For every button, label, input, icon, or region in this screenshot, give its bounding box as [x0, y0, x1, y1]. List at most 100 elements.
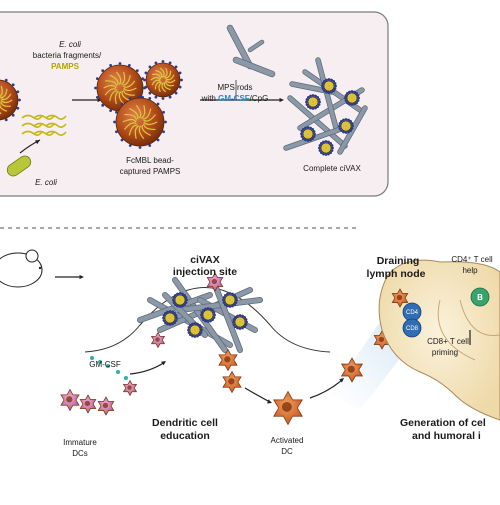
bead-spike [16, 106, 20, 110]
pamp-fragment [104, 88, 117, 96]
bead-spike [338, 122, 342, 125]
pamp-fragment [123, 87, 137, 92]
bead-spike [350, 103, 354, 106]
bead-spike [118, 62, 122, 65]
pamp-fragment [313, 100, 318, 104]
bead-spike [232, 318, 236, 321]
mps-rod [212, 282, 243, 353]
bead-spike [317, 103, 321, 106]
bead-spike [226, 304, 229, 308]
bead-spike [311, 107, 315, 110]
pamp-fragment [128, 124, 138, 136]
bead-spike [178, 85, 182, 89]
ecoli-bacterium [6, 155, 32, 177]
fcmbl-bead-3 [115, 97, 165, 147]
bead-spike [11, 83, 15, 87]
bead-spike [200, 328, 203, 332]
pamp-fragment-loose [45, 114, 67, 120]
pamp-fragment [329, 84, 334, 88]
bead-spike [191, 334, 194, 338]
bead-spike [349, 120, 352, 123]
bead-spike [244, 318, 248, 321]
bead-spike [95, 95, 99, 99]
bead-spike [302, 137, 305, 140]
bead-spike [320, 142, 323, 145]
bead-spike [233, 294, 236, 297]
pamp-fragment [326, 146, 331, 150]
bead-spike [334, 84, 337, 88]
pamp-fragment [155, 69, 163, 78]
pamp-fragment [195, 328, 200, 332]
pamp-fragment [164, 70, 172, 79]
bead-spike [168, 61, 172, 65]
bead-spike [347, 130, 350, 134]
bead-spike [349, 129, 352, 132]
bead-spike [316, 105, 319, 108]
pamp-fragment [142, 123, 156, 131]
activated-dc-label-1: Activated [270, 436, 304, 445]
bead-spike [148, 97, 152, 100]
bead-spike [120, 102, 124, 106]
cd8-cell-label: CD8 [405, 326, 418, 332]
bead-label-1: FcMBL bead- [126, 156, 174, 165]
bead-spike [232, 323, 236, 326]
mouse-ear [25, 249, 39, 263]
bead-spike [176, 304, 179, 308]
pamp-fragment [154, 81, 162, 90]
pamp-fragment [138, 125, 145, 140]
gmcsf-label-top: GM-CSF [218, 94, 250, 103]
bead-spike [189, 333, 192, 336]
ecoli-fragments-label-2: bacteria fragments/ [32, 51, 102, 60]
bead-spike [344, 99, 348, 102]
bead-spike [329, 151, 332, 154]
to-activated-arrow [244, 387, 271, 403]
pamp-fragment [240, 320, 245, 324]
bead-spike [171, 310, 174, 314]
bead-spike [232, 320, 235, 324]
bead-spike [309, 94, 312, 98]
pamp-fragment [143, 114, 156, 122]
pamp-fragment [352, 96, 357, 100]
pamp-fragment [180, 298, 185, 302]
bead-spike [305, 98, 309, 101]
bead-spike [209, 307, 212, 311]
pamp-fragment [346, 124, 351, 128]
bead-spike [224, 294, 227, 297]
bead-spike [171, 322, 174, 326]
activated-dc-small-nucleus [224, 356, 231, 363]
pamp-fragment [141, 124, 151, 136]
bead-spike [312, 135, 316, 138]
bead-spike [236, 326, 239, 330]
bead-spike [138, 95, 142, 98]
bead-spike [156, 102, 160, 106]
bead-spike [307, 105, 310, 108]
bead-spike [154, 61, 158, 65]
bead-spike [338, 127, 342, 130]
bead-spike [211, 309, 214, 312]
bead-spike [174, 65, 178, 69]
bead-spike [320, 151, 323, 154]
ecoli-fragments-label-1: E. coli [59, 40, 81, 49]
pamp-fragment [109, 74, 119, 86]
bead-spike [202, 309, 205, 312]
top-panel [0, 11, 389, 197]
bead-spike [312, 130, 316, 133]
bead-spike [16, 90, 20, 94]
bead-spike [211, 318, 214, 321]
bead-spike [313, 132, 316, 136]
bead-spike [323, 89, 326, 92]
bead-spike [174, 91, 178, 95]
bead-spike [143, 78, 146, 82]
bead-spike [189, 324, 192, 327]
bead-spike [226, 292, 229, 296]
immature-dc-1-nucleus [66, 396, 73, 403]
bead-spike [95, 77, 99, 81]
bead-spike [174, 294, 177, 297]
pamp-fragment [0, 88, 8, 99]
bead-spike [234, 325, 237, 328]
pamp-fragment [140, 105, 146, 119]
pamp-fragment [0, 99, 13, 104]
civax-title: ciVAX [190, 254, 220, 266]
bead-spike [212, 316, 216, 319]
